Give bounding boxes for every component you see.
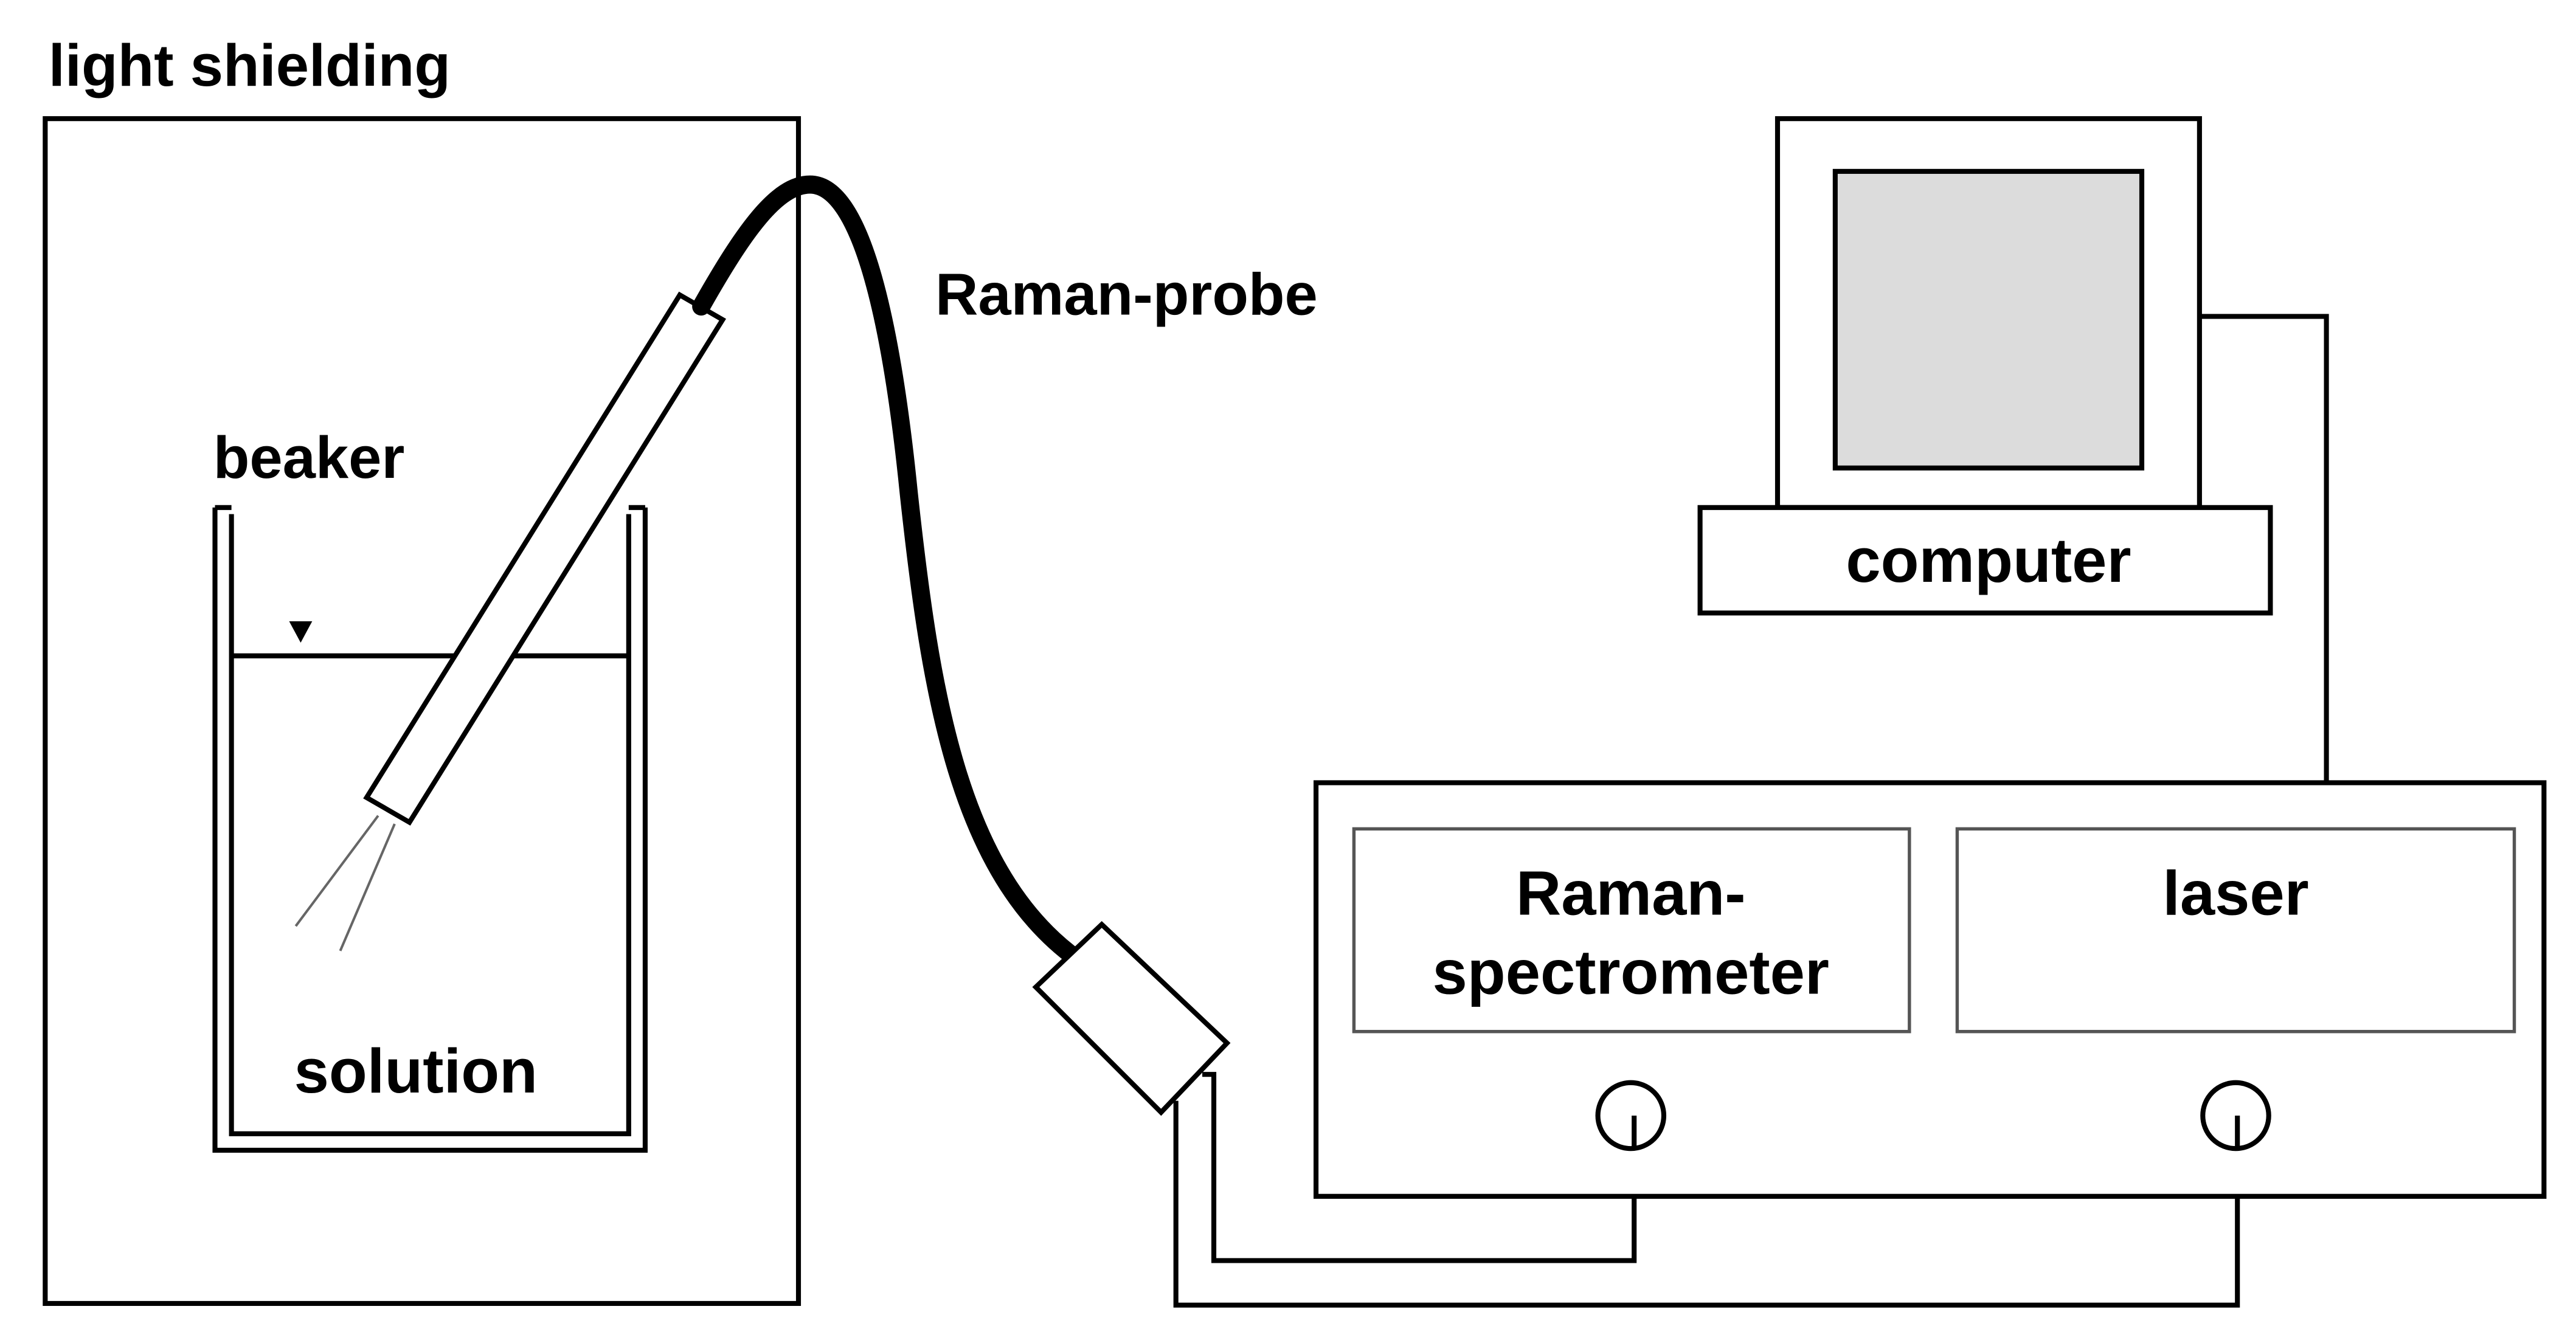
computer-cable: [2199, 314, 2329, 783]
spectrometer-cable: [1202, 1072, 1637, 1263]
laser-label: laser: [2162, 858, 2309, 928]
beaker-label: beaker: [213, 424, 405, 491]
computer-base: [1697, 505, 2273, 616]
spectrometer-port-icon: [1595, 1080, 1667, 1151]
laser-cable: [1173, 1100, 2240, 1308]
computer-label: computer: [1846, 525, 2131, 595]
raman-spectrometer-panel: [1352, 827, 1911, 1034]
raman-probe-rod: [363, 291, 726, 826]
light-shielding-label: light shielding: [49, 32, 451, 98]
light-shielding-box: [43, 116, 802, 1307]
computer-screen: [1832, 168, 2145, 471]
raman-probe-label: Raman-probe: [935, 261, 1318, 328]
level-marker-icon: [289, 621, 313, 643]
probe-connector: [1032, 920, 1231, 1116]
fiber-optic-cable: [692, 175, 1086, 968]
solution-label: solution: [294, 1036, 538, 1106]
raman-spectrometer-label-line1: Raman-: [1516, 858, 1746, 928]
laser-beam: [294, 815, 396, 951]
raman-spectrometer-label-line2: spectrometer: [1433, 937, 1830, 1007]
beaker: [212, 505, 648, 1153]
laser-panel: [1955, 827, 2516, 1034]
